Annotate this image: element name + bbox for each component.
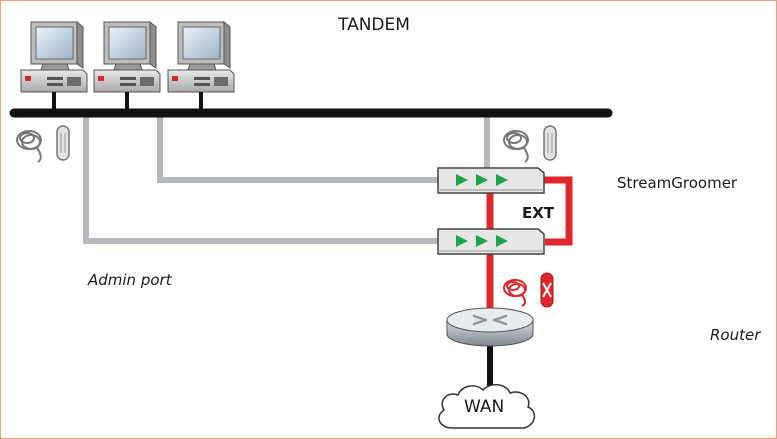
ext-label: EXT	[522, 204, 555, 222]
console-cable-icon	[543, 125, 557, 161]
cloud-icon	[438, 384, 536, 429]
admin-port-label: Admin port	[88, 271, 172, 289]
router-icon	[446, 307, 534, 388]
admin-port-cables	[83, 114, 490, 244]
crossover-cable-icon	[540, 272, 554, 308]
computer-icon	[167, 21, 235, 93]
streamgroomer-unit-top	[437, 167, 545, 194]
cable-coil-icon	[16, 130, 42, 163]
wan-label: WAN	[464, 397, 505, 417]
cable-coil-icon	[503, 279, 527, 307]
computer-icon	[20, 21, 88, 93]
computer-icon	[93, 21, 161, 93]
router-label: Router	[710, 326, 761, 344]
streamgroomer-unit-bottom	[437, 228, 545, 255]
ext-links	[486, 176, 573, 312]
cable-coil-icon	[503, 130, 529, 163]
streamgroomer-label: StreamGroomer	[617, 174, 738, 192]
console-cable-icon	[56, 125, 70, 161]
diagram-title: TANDEM	[338, 15, 410, 35]
